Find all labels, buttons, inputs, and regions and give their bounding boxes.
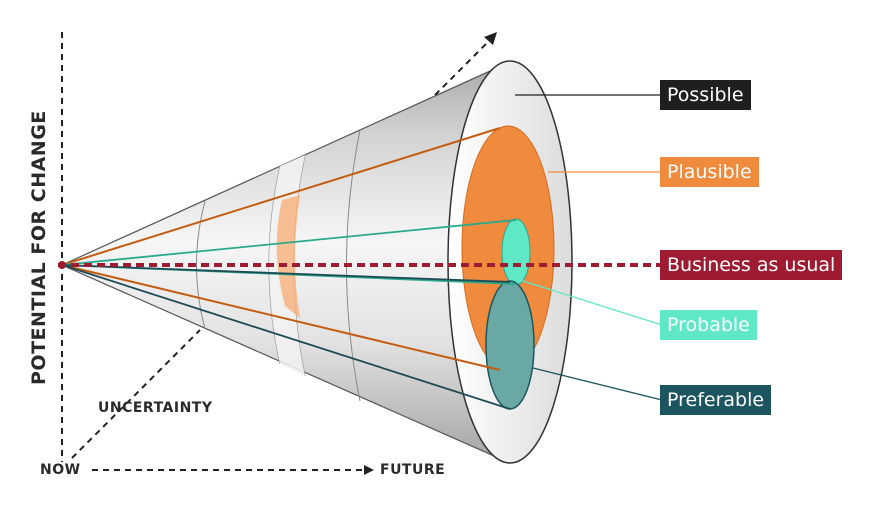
plausible-label: Plausible [660,157,759,187]
business-as-usual-label: Business as usual [660,250,843,280]
preferable-line-top [61,264,511,283]
uncertainty-axis-lower [71,329,201,459]
preferable-ellipse [485,280,535,410]
x-axis-arrowhead [364,465,374,475]
preferable-label: Preferable [660,385,772,415]
uncertainty-arrowhead [484,32,497,45]
cone-band-1 [196,200,206,330]
x-axis-end-label: FUTURE [380,462,446,478]
x-axis-start-label: NOW [40,462,81,478]
uncertainty-axis-upper [434,39,491,96]
uncertainty-label: UNCERTAINTY [98,400,213,416]
now-point [58,261,66,269]
y-axis-title: POTENTIAL FOR CHANGE [28,110,50,385]
preferable-leader [532,367,663,401]
plausible-glimpse [276,195,300,318]
possible-label: Possible [660,80,751,110]
plausible-line-top [61,127,501,266]
plausible-line-bottom [61,264,501,371]
preferable-line-bottom [61,264,511,410]
probable-line-top [61,219,517,266]
probable-ellipse [501,218,531,286]
probable-label: Probable [660,310,757,340]
probable-leader [519,279,663,326]
